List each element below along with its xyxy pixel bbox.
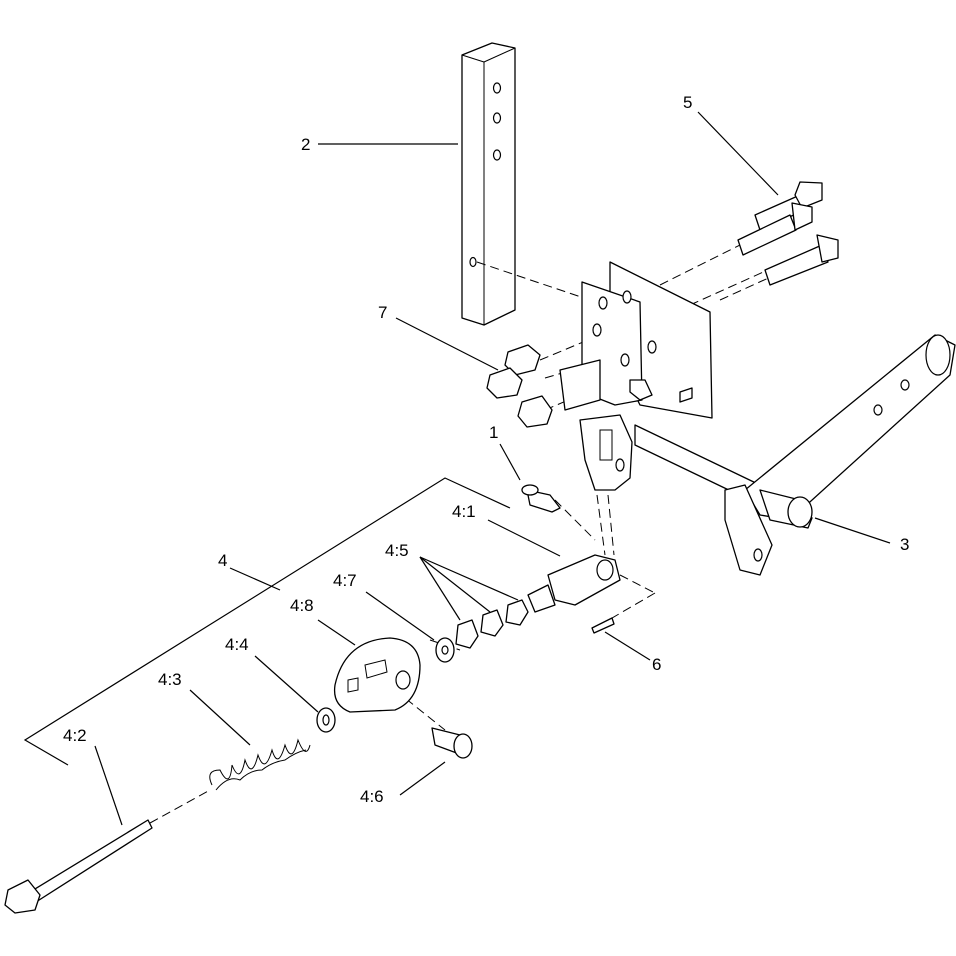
part-2-vertical-tube: [461, 42, 516, 326]
part-4-1-clevis: [527, 554, 621, 613]
part-5-bolts: [737, 181, 839, 286]
callout-2: 2: [301, 135, 310, 154]
callout-4-3: 4:3: [158, 670, 182, 689]
callout-4-4: 4:4: [225, 635, 249, 654]
callout-4-8: 4:8: [290, 596, 314, 615]
callout-6: 6: [652, 655, 661, 674]
callout-4-5: 4:5: [385, 541, 409, 560]
callout-4-2: 4:2: [63, 726, 87, 745]
part-3-pivot-arm: [559, 334, 956, 576]
part-4-6-carriage-bolt: [431, 727, 473, 759]
callout-7: 7: [378, 303, 387, 322]
part-4-8-cam-plate: [333, 637, 421, 713]
part-4-2-bolt: [4, 819, 153, 914]
part-6-cotter-pin: [591, 617, 615, 634]
alignment-lines: [149, 234, 791, 824]
callout-1: 1: [489, 423, 498, 442]
part-1-clevis-pin: [521, 484, 561, 513]
callout-5: 5: [683, 93, 692, 112]
part-7-lock-nuts: [486, 344, 553, 428]
callout-leaders: [23, 111, 891, 826]
callout-labels: 2 5 7 1 4:1 4:5 4 4:7 4:8 4:4 4:3 4:2 4:…: [63, 93, 909, 806]
part-4-3-spring: [209, 738, 311, 791]
part-4-5-nuts: [455, 599, 529, 649]
callout-3: 3: [900, 535, 909, 554]
callout-4-1: 4:1: [452, 502, 476, 521]
lever-bracket: [579, 414, 633, 491]
callout-4-6: 4:6: [360, 787, 384, 806]
callout-4: 4: [218, 551, 227, 570]
mounting-bracket: [581, 261, 713, 419]
part-4-4-washer: [316, 707, 336, 733]
part-4-7-washer: [435, 637, 455, 663]
callout-4-7: 4:7: [333, 571, 357, 590]
